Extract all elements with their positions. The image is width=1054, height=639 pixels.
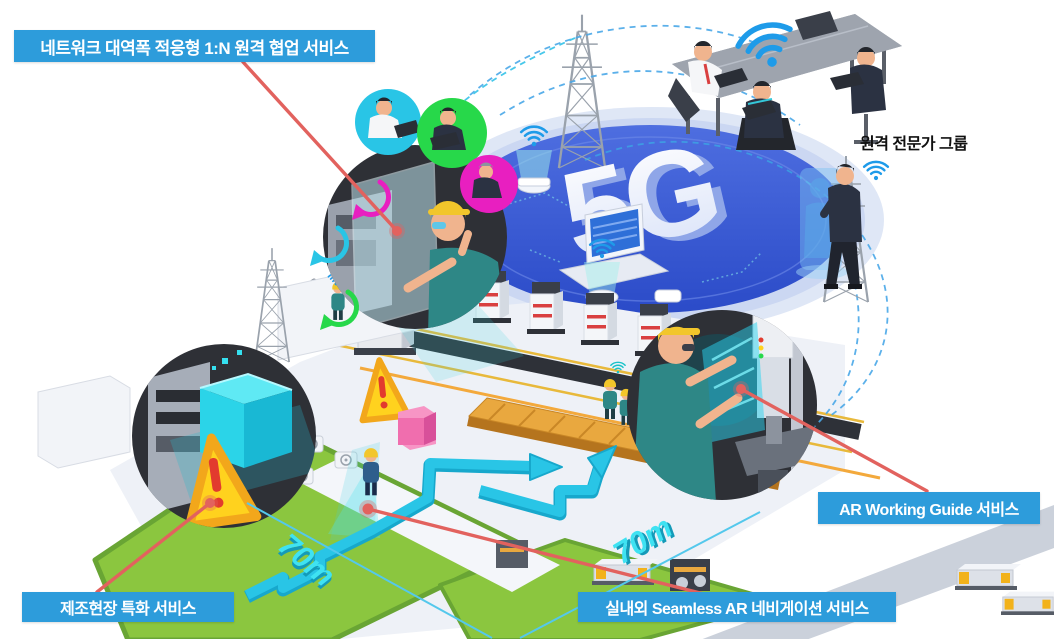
service-label-remote-collaboration: 네트워크 대역폭 적응형 1:N 원격 협업 서비스 [14,30,375,62]
dimension-line [519,511,761,639]
router-beacon-left [516,125,552,194]
remote-expert [668,41,748,122]
service-label-ar-working-guide: AR Working Guide 서비스 [818,492,1040,524]
expert-table-group [668,11,902,150]
monitor [795,11,838,40]
service-label-manufacturing: 제조현장 특화 서비스 [22,592,234,622]
remote-expert-bubble [417,98,487,168]
pink-machine [398,406,436,450]
navigation-arrow-icon [244,445,617,603]
connector-lines [95,60,929,598]
connector-dots [202,223,749,518]
floor-warning-triangle [359,357,412,424]
remote-expert [830,47,886,144]
connector-line [241,60,399,233]
remote-expert-bubble [355,89,421,155]
connector-line [95,501,212,594]
callout-remote-collaboration [310,89,518,330]
connector-line [739,387,929,493]
press-machine [526,281,566,335]
circular-arrow-icon [310,179,391,330]
connector-line [366,507,714,598]
press-machine [580,292,620,346]
service-label-ar-navigation: 실내외 Seamless AR 네비게이션 서비스 [578,592,896,622]
lathe-machine [954,563,1022,591]
navigating-worker [362,448,380,496]
remote-expert-bubble [460,155,518,213]
lathe-machine [1000,591,1054,616]
remote-expert [736,81,796,150]
ar-screen [351,161,439,329]
callout-manufacturing [132,344,316,528]
dimension-line [246,502,493,639]
telepresence-group [796,160,890,289]
expert-group-caption: 원격 전문가 그룹 [860,136,968,153]
standing-engineer [820,163,862,289]
wifi-icon [862,160,890,182]
